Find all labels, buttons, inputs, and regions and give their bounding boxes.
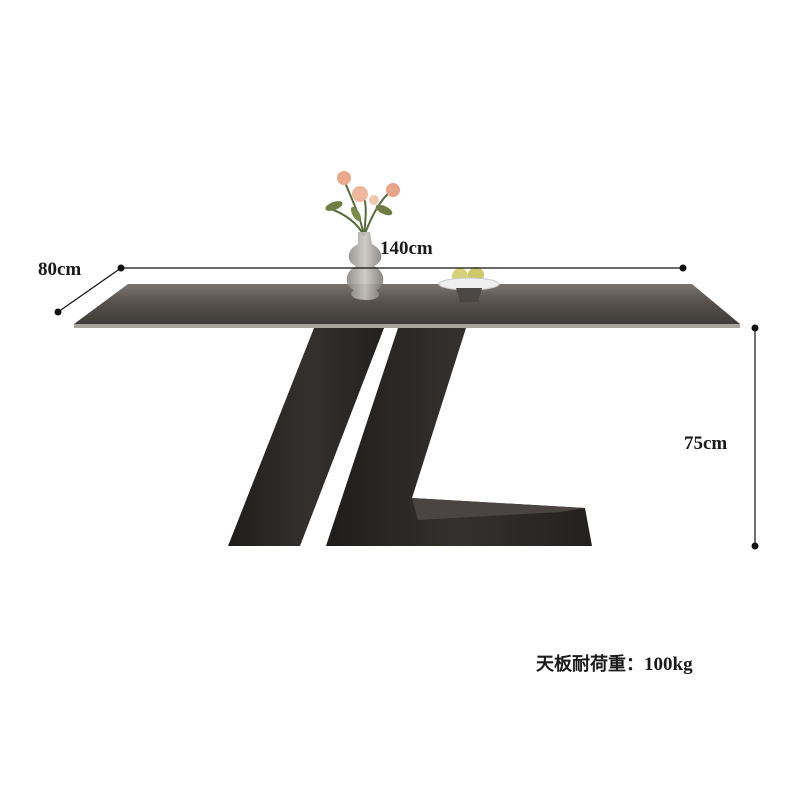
bowl-base <box>456 288 482 302</box>
width-dimension-label: 140cm <box>380 238 433 259</box>
flower <box>352 186 368 202</box>
right-leg <box>326 328 592 546</box>
tabletop <box>74 284 740 328</box>
width-end-right <box>679 264 687 272</box>
tabletop-edge <box>74 324 740 328</box>
left-leg <box>228 328 384 546</box>
height-end-top <box>751 324 759 332</box>
flower-stems <box>327 179 393 237</box>
flower <box>337 171 351 185</box>
load-capacity-caption: 天板耐荷重：100kg <box>536 650 693 676</box>
glass-vase <box>346 232 384 300</box>
leaf <box>375 204 393 216</box>
table-legs <box>228 328 592 546</box>
depth-dimension-label: 80cm <box>38 259 82 280</box>
height-dimension-label: 75cm <box>684 433 728 454</box>
dimension-lines <box>54 264 759 550</box>
flower <box>386 183 400 197</box>
load-capacity-value: 100kg <box>644 654 693 675</box>
height-end-bottom <box>751 542 759 550</box>
tabletop-surface <box>74 284 740 324</box>
flower-vase <box>325 171 400 300</box>
right-leg-foot-top <box>412 498 585 520</box>
depth-end <box>54 308 62 316</box>
fruit-bowl <box>438 267 500 302</box>
leaf <box>350 206 362 222</box>
flower <box>369 195 379 205</box>
depth-line <box>57 267 122 313</box>
load-capacity-label: 天板耐荷重： <box>536 654 644 675</box>
leaf <box>325 201 343 211</box>
